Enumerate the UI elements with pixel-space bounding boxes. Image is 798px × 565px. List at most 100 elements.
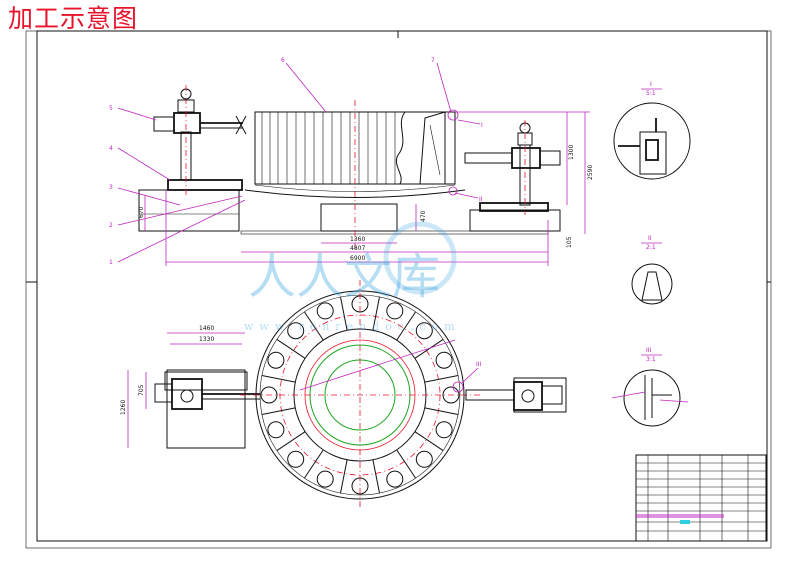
ring-segment-line bbox=[276, 338, 306, 359]
left-tool-b bbox=[235, 115, 247, 135]
ring-hole bbox=[435, 351, 453, 369]
plan-diameter-line bbox=[299, 339, 456, 391]
right-machine-base bbox=[479, 202, 549, 212]
ring-segment-line bbox=[372, 296, 380, 331]
detail-II-scale: 2:1 bbox=[646, 244, 656, 251]
right-arm bbox=[464, 152, 513, 164]
watermark: 人人文库 www.renrendoc.com bbox=[244, 221, 461, 333]
watermark-url: www.renrendoc.com bbox=[244, 320, 461, 333]
detail-I-circle bbox=[613, 102, 691, 180]
ring-hole bbox=[415, 450, 433, 468]
left-head bbox=[173, 112, 201, 134]
detail-III-scale: 3:1 bbox=[646, 356, 656, 363]
detail-marker-II bbox=[448, 186, 458, 196]
plan-left-slide bbox=[164, 371, 248, 391]
ring-segment-line bbox=[424, 407, 459, 415]
dim-1300: 1300 bbox=[568, 145, 575, 160]
label-1: 1 bbox=[109, 259, 113, 266]
cylinder-section-wedge bbox=[419, 111, 446, 185]
ring-segment-line bbox=[340, 296, 348, 331]
dim-2590: 2590 bbox=[587, 165, 594, 180]
plan-dim-1460-text: 1460 bbox=[199, 325, 214, 332]
label-2: 2 bbox=[109, 222, 113, 229]
detail-III-leader-l bbox=[611, 391, 646, 399]
right-base-block bbox=[469, 209, 561, 232]
ring-hole bbox=[316, 302, 334, 320]
title-block bbox=[635, 454, 767, 542]
label-4: 4 bbox=[109, 145, 113, 152]
ring-hole bbox=[386, 302, 404, 320]
cylinder-bottom-arc bbox=[244, 189, 466, 198]
ring-hole bbox=[267, 421, 285, 439]
detail-I-inner bbox=[645, 139, 659, 161]
leader-I bbox=[457, 119, 481, 125]
leader-1 bbox=[117, 199, 246, 263]
leader-5 bbox=[117, 107, 157, 121]
plan-right-arm bbox=[465, 389, 515, 401]
ring-holes bbox=[260, 295, 460, 495]
leader-6 bbox=[285, 62, 327, 113]
detail-III-leader-r bbox=[659, 399, 689, 403]
dim-470: 470 bbox=[420, 210, 427, 222]
ring-hole bbox=[442, 386, 460, 404]
pedestal bbox=[320, 203, 398, 232]
detail-III-circle bbox=[623, 369, 681, 427]
label-III: III bbox=[476, 361, 482, 368]
ring-segment-line bbox=[303, 311, 324, 341]
detail-I-part bbox=[639, 131, 667, 175]
cylinder-bottom-arc-2 bbox=[254, 184, 456, 192]
ring-segment-line bbox=[340, 459, 348, 494]
leader-II bbox=[454, 192, 479, 199]
cylinder-section-hatch bbox=[429, 124, 441, 176]
ring-segment-line bbox=[261, 407, 296, 415]
right-head bbox=[511, 147, 541, 169]
title-block-magenta-strip bbox=[636, 514, 724, 518]
detail-III-part bbox=[644, 375, 672, 420]
ring-segment-line bbox=[276, 431, 306, 452]
watermark-text: 人人文库 bbox=[248, 249, 440, 305]
detail-views: I 5:1 II 2:1 III 3:1 bbox=[611, 81, 691, 427]
title-block-frame bbox=[635, 454, 767, 542]
ring-segment-line bbox=[261, 375, 296, 383]
detail-II-label: II bbox=[648, 235, 652, 242]
detail-I-label: I bbox=[650, 81, 652, 88]
ring-segment-line bbox=[414, 431, 444, 452]
label-7: 7 bbox=[431, 57, 435, 64]
dim-670: 670 bbox=[138, 206, 145, 218]
plan-right-motor bbox=[541, 385, 563, 405]
ring-segment-line bbox=[396, 449, 417, 479]
leader-4 bbox=[117, 147, 171, 181]
plan-right-head-circle bbox=[521, 389, 535, 403]
ring-segment-line bbox=[303, 449, 324, 479]
plan-left-motor bbox=[154, 383, 173, 403]
ring-segment-line bbox=[372, 459, 380, 494]
plan-left-base bbox=[166, 369, 246, 449]
watermark-circle bbox=[383, 221, 457, 295]
label-II: II bbox=[479, 196, 483, 203]
ring-hole bbox=[260, 386, 278, 404]
detail-III-label: III bbox=[646, 347, 652, 354]
plan-dim-705-text: 705 bbox=[138, 384, 145, 396]
detail-II-part bbox=[641, 271, 663, 301]
leader-III bbox=[461, 367, 479, 384]
ring-hole bbox=[415, 322, 433, 340]
dim-6900: 6900 bbox=[350, 255, 365, 262]
leader-7 bbox=[436, 62, 452, 113]
detail-marker-I bbox=[447, 109, 459, 121]
detail-marker-III bbox=[452, 381, 464, 393]
inner-frame bbox=[36, 30, 768, 542]
elevation-view: 5 4 3 2 1 6 7 I II 1360 4807 6900 1300 2… bbox=[109, 57, 594, 266]
dim-1360: 1360 bbox=[350, 236, 365, 243]
ring-segment-line bbox=[396, 311, 417, 341]
ring-hole bbox=[386, 470, 404, 488]
plan-left-head-circle bbox=[180, 389, 194, 403]
label-5: 5 bbox=[109, 105, 113, 112]
plan-right-head bbox=[513, 381, 543, 411]
left-machine-base bbox=[167, 179, 243, 191]
right-motor bbox=[539, 150, 561, 166]
ring-segment-line bbox=[414, 338, 444, 359]
ring-hole bbox=[316, 470, 334, 488]
ring-hole bbox=[267, 351, 285, 369]
plan-dim-1260-text: 1260 bbox=[120, 400, 127, 415]
